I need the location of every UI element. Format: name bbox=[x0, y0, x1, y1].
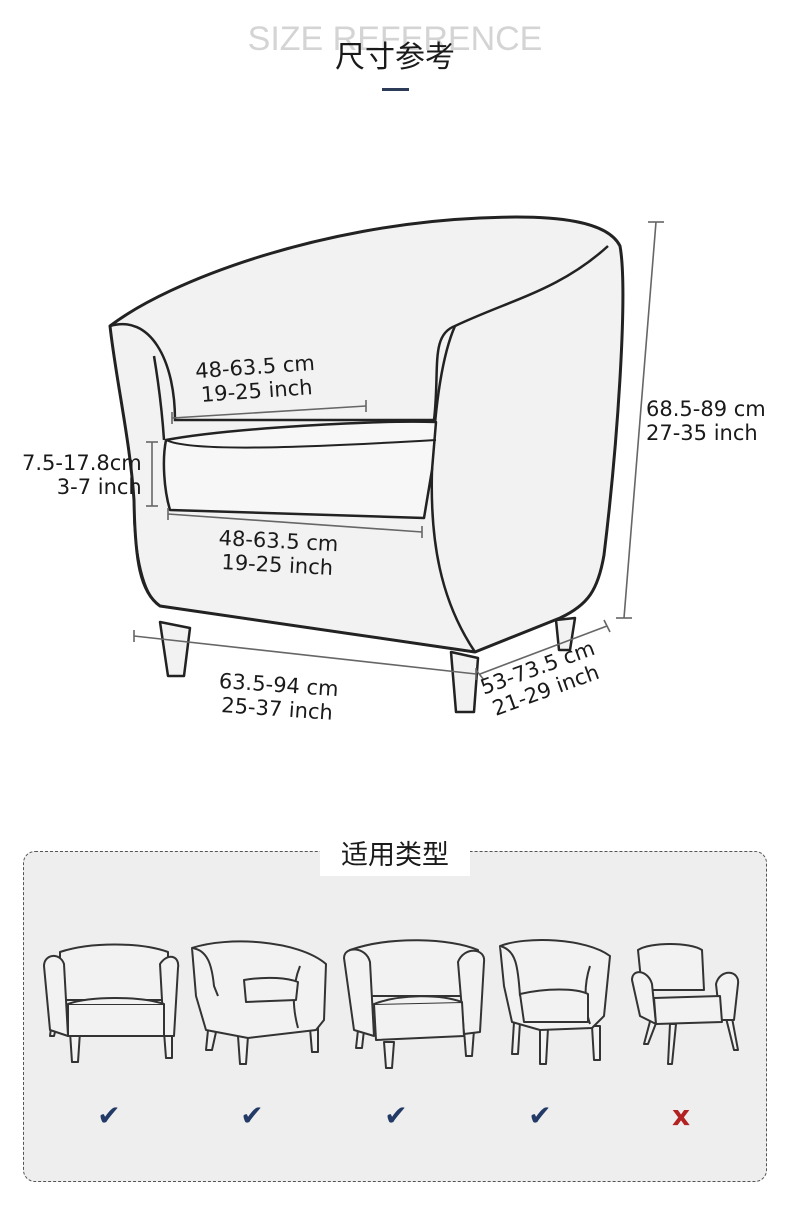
left-arm-inner bbox=[152, 355, 166, 441]
fit-mark-2: ✔ bbox=[240, 1099, 264, 1132]
title-english: SIZE REFERENCE bbox=[247, 20, 543, 58]
total-height-inch: 27-35 inch bbox=[646, 420, 758, 445]
chesterfield-tub-chair-icon bbox=[343, 939, 486, 1069]
total-height-cm: 68.5-89 cm bbox=[646, 397, 766, 421]
seat-cushion-top bbox=[165, 439, 437, 449]
section-header: SIZE REFERENCE 尺寸参考 bbox=[0, 14, 790, 75]
chair-leg-left bbox=[158, 620, 192, 678]
back-width-label: 48-63.5 cm 19-25 inch bbox=[194, 351, 318, 407]
applicable-types-title: 适用类型 bbox=[320, 836, 470, 876]
tub-chair-diagram bbox=[108, 215, 664, 714]
chair-leg-front bbox=[449, 650, 480, 714]
fit-mark-3: ✔ bbox=[384, 1099, 408, 1132]
fit-mark-1: ✔ bbox=[97, 1099, 121, 1132]
mid-century-armchair-icon bbox=[631, 943, 740, 1065]
cushion-thickness-cm: 7.5-17.8cm bbox=[22, 451, 142, 475]
barrel-chair-icon bbox=[499, 939, 611, 1065]
fit-mark-5: x bbox=[671, 1099, 691, 1132]
title-underline bbox=[382, 88, 409, 91]
total-width-label: 63.5-94 cm 25-37 inch bbox=[217, 669, 339, 725]
title-chinese: 尺寸参考 bbox=[335, 40, 455, 75]
tub-chair-cushion-icon bbox=[191, 940, 327, 1065]
chair-leg-right bbox=[554, 616, 577, 652]
chair-back-inner bbox=[109, 245, 609, 422]
total-height-label: 68.5-89 cm 27-35 inch bbox=[646, 397, 766, 445]
seat-width-label: 48-63.5 cm 19-25 inch bbox=[217, 526, 339, 580]
cushion-thickness-inch: 3-7 inch bbox=[56, 474, 142, 499]
front-skirt-line bbox=[133, 519, 161, 607]
rolled-arm-club-chair-icon bbox=[43, 943, 180, 1063]
seat-cushion bbox=[162, 420, 438, 520]
fit-mark-4: ✔ bbox=[528, 1099, 552, 1132]
cushion-thickness-label: 7.5-17.8cm 3-7 inch bbox=[22, 451, 142, 499]
